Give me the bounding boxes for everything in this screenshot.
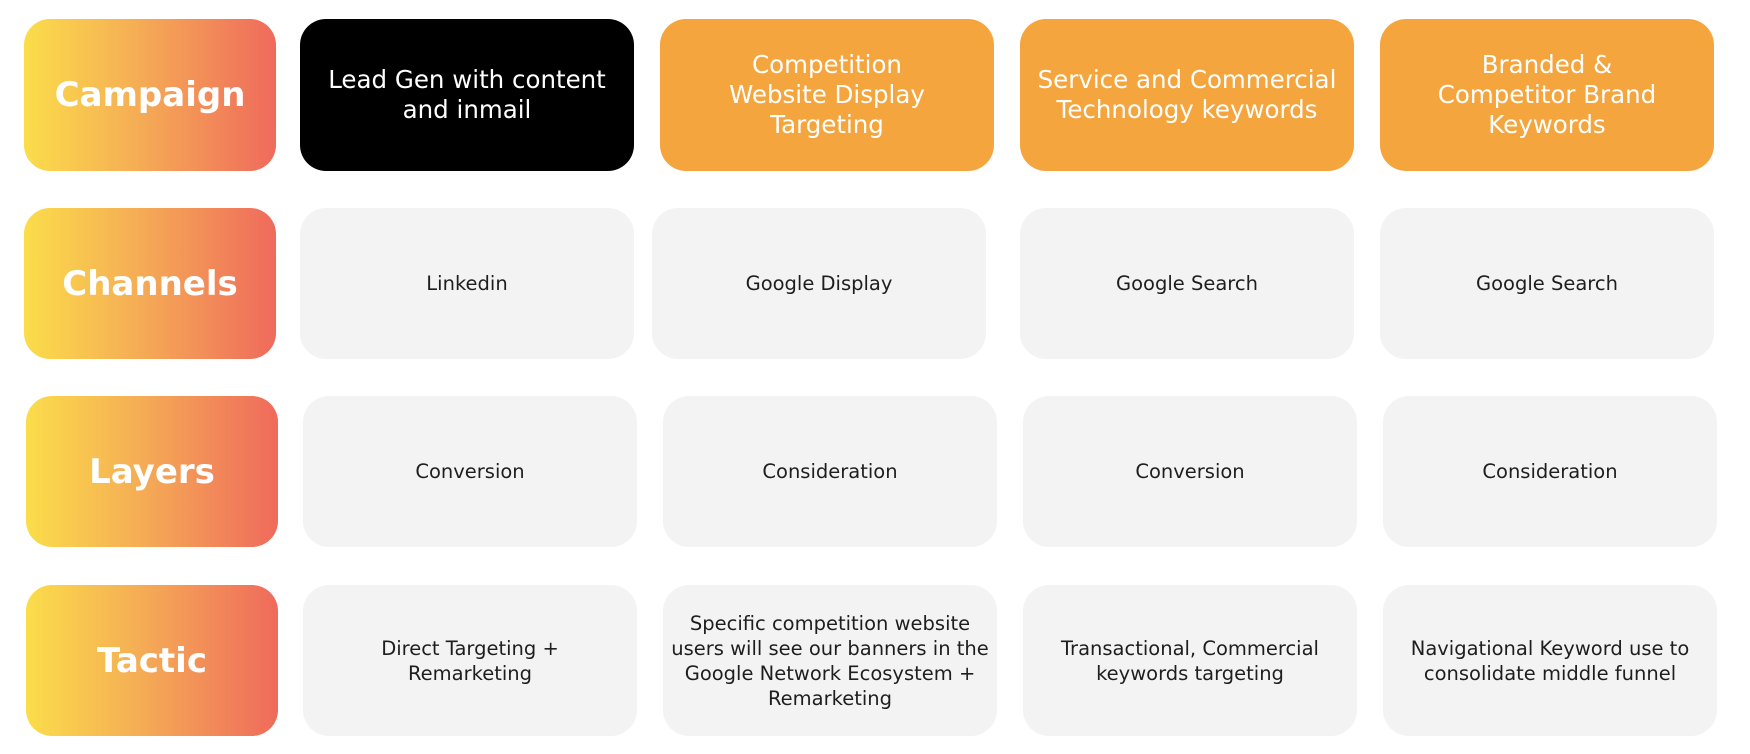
channel-cell-2-text: Google Display	[745, 272, 893, 295]
channel-cell-4: Google Search	[1380, 208, 1714, 359]
row-label-channels-text: Channels	[62, 263, 238, 304]
channel-cell-1-text: Linkedin	[426, 272, 508, 295]
tactic-cell-1: Direct Targeting + Remarketing	[303, 585, 637, 736]
row-label-channels: Channels	[24, 208, 276, 359]
campaign-lead-gen-box: Lead Gen with content and inmail	[300, 19, 634, 171]
row-label-layers-text: Layers	[89, 451, 215, 492]
tactic-cell-3: Transactional, Commercial keywords targe…	[1023, 585, 1357, 736]
campaign-service-commercial-text: Service and Commercial Technology keywor…	[1037, 65, 1337, 124]
layer-cell-1: Conversion	[303, 396, 637, 547]
campaign-lead-gen-text: Lead Gen with content and inmail	[328, 65, 606, 124]
tactic-cell-3-text: Transactional, Commercial keywords targe…	[1061, 636, 1319, 685]
row-label-tactic-text: Tactic	[97, 640, 207, 681]
row-label-campaign: Campaign	[24, 19, 276, 171]
row-label-campaign-text: Campaign	[54, 75, 246, 115]
row-label-tactic: Tactic	[26, 585, 278, 736]
tactic-cell-4: Navigational Keyword use to consolidate …	[1383, 585, 1717, 736]
layer-cell-4: Consideration	[1383, 396, 1717, 547]
tactic-cell-4-text: Navigational Keyword use to consolidate …	[1410, 636, 1690, 685]
campaign-branded-competitor-box: Branded & Competitor Brand Keywords	[1380, 19, 1714, 171]
layer-cell-3: Conversion	[1023, 396, 1357, 547]
layer-cell-2-text: Consideration	[762, 460, 898, 483]
channel-cell-2: Google Display	[652, 208, 986, 359]
channel-cell-3: Google Search	[1020, 208, 1354, 359]
campaign-competition-display-box: Competition Website Display Targeting	[660, 19, 994, 171]
layer-cell-1-text: Conversion	[415, 460, 525, 483]
tactic-cell-2: Specific competition website users will …	[663, 585, 997, 736]
layer-cell-3-text: Conversion	[1135, 460, 1245, 483]
layer-cell-4-text: Consideration	[1482, 460, 1618, 483]
tactic-cell-1-text: Direct Targeting + Remarketing	[381, 636, 559, 685]
campaign-service-commercial-box: Service and Commercial Technology keywor…	[1020, 19, 1354, 171]
channel-cell-3-text: Google Search	[1116, 272, 1258, 295]
channel-cell-4-text: Google Search	[1476, 272, 1618, 295]
channel-cell-1: Linkedin	[300, 208, 634, 359]
layer-cell-2: Consideration	[663, 396, 997, 547]
tactic-cell-2-text: Specific competition website users will …	[671, 611, 989, 710]
campaign-competition-display-text: Competition Website Display Targeting	[729, 50, 925, 139]
row-label-layers: Layers	[26, 396, 278, 547]
campaign-branded-competitor-text: Branded & Competitor Brand Keywords	[1437, 50, 1657, 139]
